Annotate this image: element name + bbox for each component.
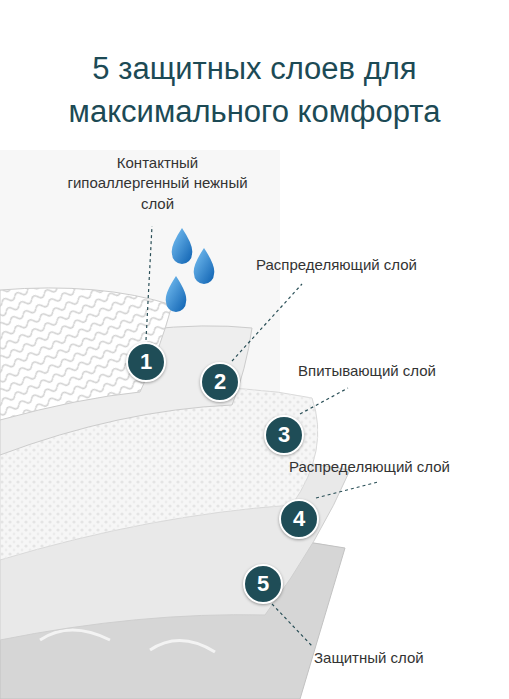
callout-number: 3: [278, 424, 290, 446]
callout-circle: 5: [243, 564, 283, 604]
callout-circle: 3: [264, 415, 304, 455]
callout-number: 1: [140, 351, 152, 373]
layer-label: Впитывающий слой: [298, 361, 436, 381]
layer-label: Контактный гипоаллергенный нежный слой: [55, 153, 260, 214]
callout-number: 4: [293, 508, 305, 530]
title: 5 защитных слоев для максимального комфо…: [20, 48, 489, 134]
callout-number: 2: [214, 371, 226, 393]
callout-circle: 1: [126, 342, 166, 382]
layer-label: Защитный слой: [314, 648, 424, 668]
callout-number: 5: [257, 573, 269, 595]
callout-circle: 2: [200, 362, 240, 402]
layer-label: Распределяющий слой: [256, 255, 417, 275]
callout-circle: 4: [279, 499, 319, 539]
layer-label: Распределяющий слой: [289, 457, 450, 477]
